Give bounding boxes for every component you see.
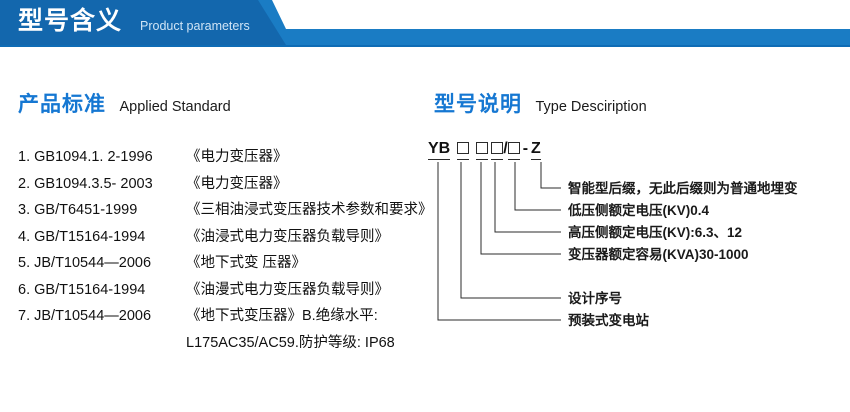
banner-background-shape	[0, 0, 850, 47]
code-box-icon	[457, 141, 470, 154]
leader-substation	[437, 162, 561, 321]
standard-name: 《电力变压器》	[186, 149, 288, 165]
standard-code: 3. GB/T6451-1999	[18, 202, 138, 218]
standard-code: 6. GB/T15164-1994	[18, 281, 146, 298]
standard-name: 《地下式变压器》B.绝缘水平:	[186, 308, 378, 324]
leader-smart-suffix	[540, 162, 561, 189]
code-segment-suffix: Z	[531, 140, 541, 160]
leader-hv-voltage	[494, 162, 561, 233]
standard-code: 5. JB/T10544—2006	[18, 255, 152, 271]
leader-rated-capacity	[480, 162, 561, 255]
page-header-banner: 型号含义 Product parameters	[0, 0, 850, 47]
standard-name: 《电力变压器》	[186, 175, 288, 192]
standards-section-heading: 产品标准 Applied Standard	[18, 88, 231, 118]
list-item: 6. GB/T15164-1994 《油漫式电力变压器负载导则》	[18, 278, 438, 305]
standard-code: 7. JB/T10544—2006	[18, 308, 152, 324]
banner-subtitle: Product parameters	[140, 19, 250, 33]
standard-code: 4. GB/T15164-1994	[18, 228, 146, 245]
type-heading-cn: 型号说明	[434, 93, 522, 116]
standard-name: 《三相油浸式变压器技术参数和要求》	[186, 202, 433, 218]
leader-lv-voltage	[514, 162, 561, 211]
standard-name: 《油浸式电力变压器负载导则》	[186, 228, 389, 245]
list-item: 5. JB/T10544—2006 《地下式变 压器》	[18, 251, 438, 278]
type-code-diagram: YB /-Z	[428, 140, 848, 350]
standards-heading-cn: 产品标准	[18, 93, 106, 116]
list-item: 2. GB1094.3.5- 2003 《电力变压器》	[18, 172, 438, 199]
code-slash: /	[503, 140, 508, 157]
standard-code: 1. GB1094.1. 2-1996	[18, 149, 153, 165]
code-segment-capacity	[476, 140, 489, 160]
list-item: 7. JB/T10544—2006 《地下式变压器》B.绝缘水平:	[18, 304, 438, 331]
list-item: 3. GB/T6451-1999 《三相油浸式变压器技术参数和要求》	[18, 198, 438, 225]
label-substation: 预装式变电站	[568, 313, 649, 328]
code-box-icon	[507, 141, 520, 154]
standards-list: 1. GB1094.1. 2-1996 《电力变压器》 2. GB1094.3.…	[18, 145, 438, 357]
type-code-string: YB /-Z	[428, 140, 541, 162]
list-item: 1. GB1094.1. 2-1996 《电力变压器》	[18, 145, 438, 172]
leader-design-serial	[460, 162, 561, 299]
code-segment-hv	[491, 140, 504, 160]
code-segment-design-serial	[457, 140, 470, 160]
standard-continuation-row: L175AC35/AC59.防护等级: IP68	[18, 331, 438, 358]
code-dash: -	[522, 140, 529, 157]
label-design-serial: 设计序号	[568, 291, 622, 306]
standard-continuation-text: L175AC35/AC59.防护等级: IP68	[186, 334, 395, 351]
standard-name: 《油漫式电力变压器负载导则》	[186, 281, 389, 298]
label-rated-capacity: 变压器额定容易(KVA)30-1000	[568, 247, 749, 262]
leader-lines	[437, 162, 561, 321]
standards-heading-en: Applied Standard	[119, 99, 231, 115]
code-segment-prefix: YB	[428, 140, 451, 160]
label-hv-voltage: 高压侧额定电压(KV):6.3、12	[568, 225, 743, 240]
label-smart-suffix: 智能型后缀，无此后缀则为普通地埋变	[568, 181, 798, 196]
continuation-spacer	[18, 331, 186, 358]
standard-code: 2. GB1094.3.5- 2003	[18, 175, 153, 192]
list-item: 4. GB/T15164-1994 《油浸式电力变压器负载导则》	[18, 225, 438, 252]
type-heading-en: Type Desciription	[535, 99, 647, 115]
code-box-icon	[476, 141, 489, 154]
code-box-icon	[491, 141, 504, 154]
type-section-heading: 型号说明 Type Desciription	[434, 88, 647, 118]
label-lv-voltage: 低压侧额定电压(KV)0.4	[568, 203, 710, 218]
banner-title: 型号含义	[18, 7, 123, 35]
code-segment-lv	[507, 140, 520, 160]
standard-name: 《地下式变 压器》	[186, 255, 307, 271]
